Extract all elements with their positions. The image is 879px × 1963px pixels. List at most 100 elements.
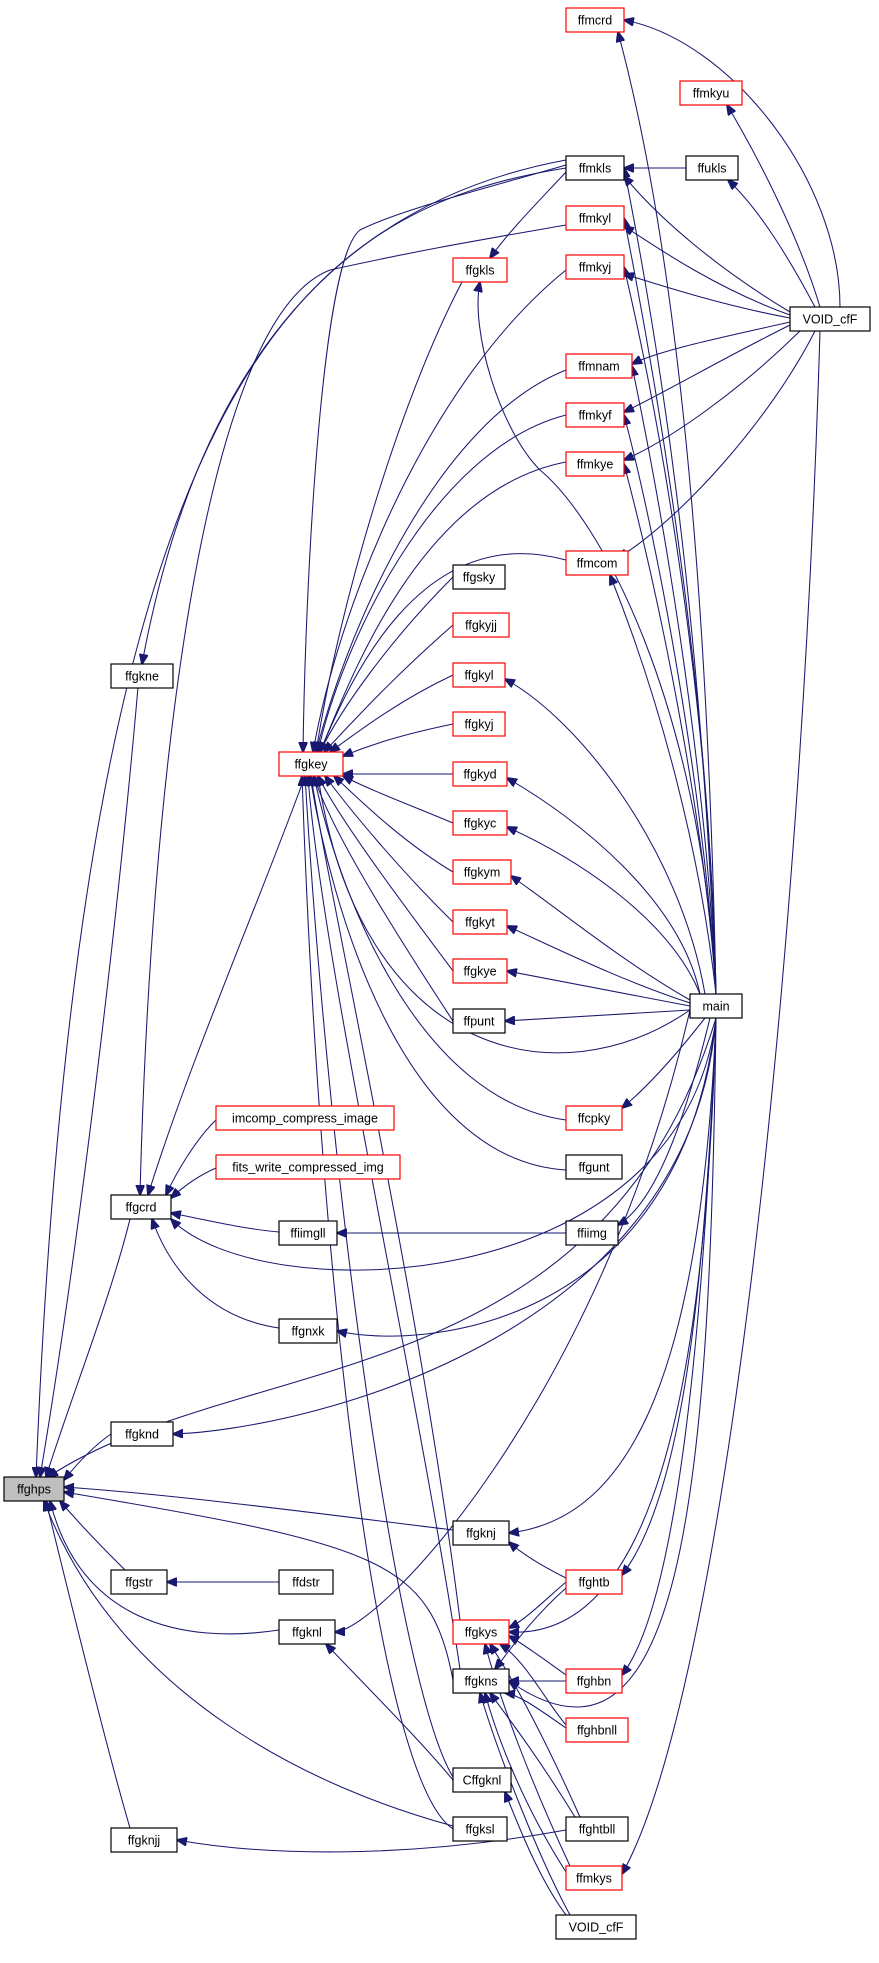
node-ffmnam[interactable]: ffmnam [565,353,633,379]
node-label: ffukls [698,162,727,176]
node-ffgkyd[interactable]: ffgkyd [452,761,508,787]
node-ffmkys[interactable]: ffmkys [565,1865,623,1891]
edge-ffghtb-ffgkys [509,1581,567,1628]
node-label: ffgkyjj [465,619,497,633]
node-box [452,1619,510,1645]
node-box [278,1569,334,1595]
node-ffgkne[interactable]: ffgkne [110,663,174,689]
node-ffgkls[interactable]: ffgkls [452,257,508,283]
node-label: ffghbn [577,1675,612,1689]
node-ffgknjj[interactable]: ffgknjj [110,1827,178,1853]
edge-ffmkys-ffgkys [485,1644,571,1867]
node-ffgkye[interactable]: ffgkye [452,958,508,984]
node-ffgknj[interactable]: ffgknj [452,1520,510,1546]
node-box [565,550,629,576]
node-ffgstr[interactable]: ffgstr [110,1569,168,1595]
node-ffmcom[interactable]: ffmcom [565,550,629,576]
node-box [565,7,625,33]
node-label: ffghbnll [577,1724,617,1738]
edge-void2-ffgkns [480,1693,571,1916]
edge-ffmkls-ffgkne [142,159,567,664]
node-box [110,1569,168,1595]
edge-main-ffgkys [509,1017,717,1632]
node-ffmkyl[interactable]: ffmkyl [565,205,625,231]
node-box [278,751,344,777]
edge-layer [36,20,841,1916]
edge-main-ffghbn [622,1017,717,1675]
edge-ffgkym-ffgkey [334,776,454,873]
edge-ffgknj-ffghps [64,1487,454,1531]
edge-main-ffmcom [610,575,717,995]
node-ffiimg[interactable]: ffiimg [565,1220,619,1246]
node-ffpunt[interactable]: ffpunt [452,1008,506,1034]
node-ffgknl[interactable]: ffgknl [278,1619,336,1645]
edge-ffgcrd-ffghps [46,1218,131,1477]
node-ffgkym[interactable]: ffgkym [452,859,512,885]
node-ffmkls[interactable]: ffmkls [565,155,625,181]
edge-ffghbnll-ffgkys [500,1644,567,1726]
node-ffmkyj[interactable]: ffmkyj [565,254,625,280]
node-void1[interactable]: VOID_cfF [789,306,871,332]
node-ffghtb[interactable]: ffghtb [565,1569,623,1595]
node-ffgunt[interactable]: ffgunt [565,1154,623,1180]
node-ffgkyl[interactable]: ffgkyl [452,662,506,688]
node-box [110,1421,174,1447]
node-ffmcrd[interactable]: ffmcrd [565,7,625,33]
node-label: ffgkne [125,670,159,684]
node-void2[interactable]: VOID_cfF [555,1914,637,1940]
node-ffghtbll[interactable]: ffghtbll [565,1816,629,1842]
node-ffgkyt[interactable]: ffgkyt [452,909,508,935]
node-ffmkyf[interactable]: ffmkyf [565,402,625,428]
edge-ffgstr-ffghps [60,1501,126,1571]
edge-ffgkyt-ffgkey [325,776,454,923]
edge-main-ffmnam [632,366,717,995]
node-ffgknd[interactable]: ffgknd [110,1421,174,1447]
node-imcomp[interactable]: imcomp_compress_image [215,1105,395,1131]
node-ffgkyj[interactable]: ffgkyj [452,711,506,737]
node-ffgkyc[interactable]: ffgkyc [452,810,508,836]
node-label: fits_write_compressed_img [232,1161,383,1175]
node-ffgcrd[interactable]: ffgcrd [110,1194,172,1220]
node-ffmkyu[interactable]: ffmkyu [679,80,743,106]
node-fitswci[interactable]: fits_write_compressed_img [215,1154,401,1180]
node-ffukls[interactable]: ffukls [685,155,739,181]
node-ffiimgll[interactable]: ffiimgll [278,1220,338,1246]
node-label: ffmkyf [578,409,612,423]
edge-void1-ffmcrd [624,20,841,308]
edge-ffgsky-ffgkey [320,576,454,752]
node-label: ffgstr [125,1576,153,1590]
node-box [452,859,512,885]
edge-ffgunt-ffgkey [310,776,567,1171]
node-cffgknl[interactable]: Cffgknl [452,1767,512,1793]
edge-ffgkyjj-ffgkey [324,624,454,752]
node-ffghbnll[interactable]: ffghbnll [565,1717,629,1743]
edge-ffgknd-main [173,1017,717,1434]
node-box [110,1827,178,1853]
node-label: ffgsky [463,571,496,585]
node-ffgkyjj[interactable]: ffgkyjj [452,612,510,638]
node-ffghps[interactable]: ffghps [3,1476,65,1502]
node-ffgksl[interactable]: ffgksl [452,1816,508,1842]
node-label: ffmkls [579,162,611,176]
node-label: imcomp_compress_image [232,1112,378,1126]
node-ffghbn[interactable]: ffghbn [565,1668,623,1694]
node-label: ffmkyj [579,261,611,275]
node-ffgkys[interactable]: ffgkys [452,1619,510,1645]
node-ffmkye[interactable]: ffmkye [565,451,625,477]
node-ffgkns[interactable]: ffgkns [452,1668,510,1694]
node-main[interactable]: main [689,993,743,1019]
node-label: ffgkls [466,264,495,278]
edge-ffgksl-ffghps [44,1501,454,1827]
node-ffdstr[interactable]: ffdstr [278,1569,334,1595]
node-label: ffgkey [294,758,328,772]
node-box [215,1154,401,1180]
node-ffgsky[interactable]: ffgsky [452,564,506,590]
node-ffgnxk[interactable]: ffgnxk [278,1318,338,1344]
node-ffcpky[interactable]: ffcpky [565,1105,623,1131]
node-ffgkey[interactable]: ffgkey [278,751,344,777]
node-box [565,353,633,379]
node-box [215,1105,395,1131]
node-label: ffghtb [578,1576,609,1590]
edge-main-ffmkyj [624,267,717,995]
edge-void1-ffmnam [632,321,791,364]
